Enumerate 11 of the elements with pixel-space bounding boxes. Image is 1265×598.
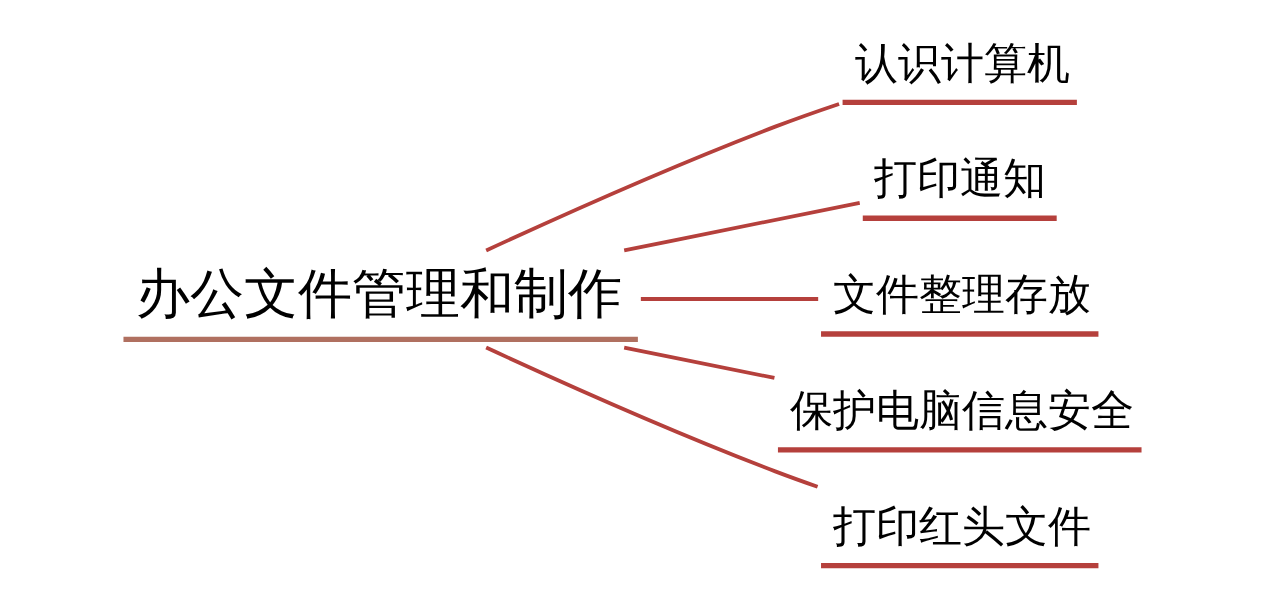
node-text: 办公文件管理和制作	[135, 262, 622, 326]
node-text: 打印通知	[873, 153, 1046, 204]
connector	[623, 200, 861, 253]
node-text: 认识计算机	[854, 37, 1070, 88]
connector	[485, 102, 840, 253]
node-text: 文件整理存放	[833, 269, 1092, 320]
node-text: 保护电脑信息安全	[790, 385, 1135, 436]
connector	[623, 345, 775, 380]
connector	[640, 297, 819, 301]
node-text: 打印红头文件	[833, 500, 1092, 551]
connector	[485, 345, 819, 489]
